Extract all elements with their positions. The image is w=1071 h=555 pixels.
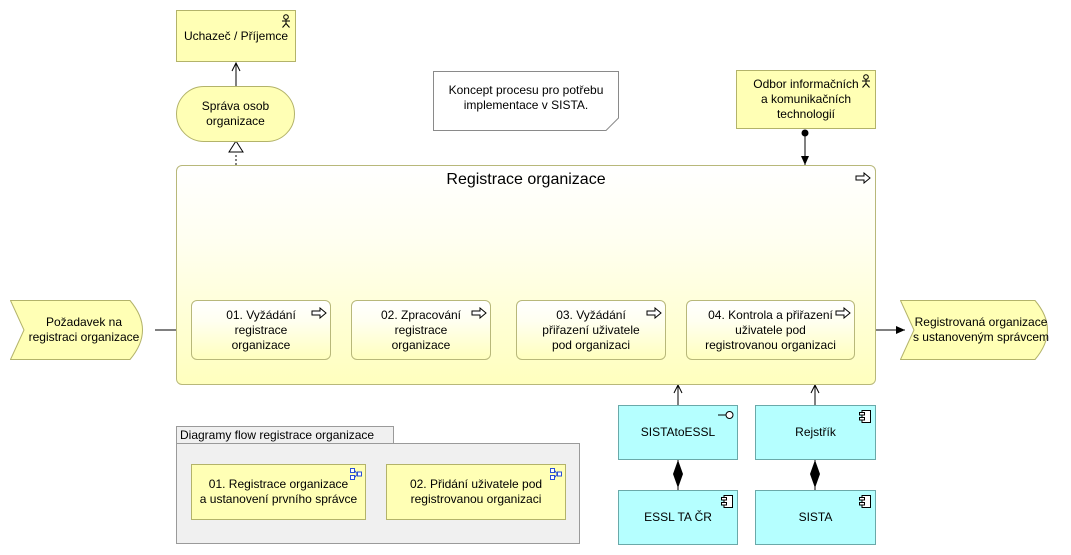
event-start[interactable]: Požadavek na registraci organizace: [10, 300, 156, 360]
event-end-label: Registrovaná organizace s ustanoveným sp…: [912, 315, 1050, 344]
diagram-reference-1[interactable]: 01. Registrace organizace a ustanovení p…: [191, 464, 366, 520]
process-step-3[interactable]: 03. Vyžádání přiřazení uživatele pod org…: [516, 300, 666, 360]
event-end-shape: [900, 300, 1048, 360]
business-service-sprava[interactable]: Správa osob organizace: [176, 86, 295, 142]
app-component-sista[interactable]: SISTA: [755, 490, 876, 545]
actor-applicant-label: Uchazeč / Příjemce: [183, 28, 289, 43]
event-start-shape: [10, 300, 143, 360]
event-start-label: Požadavek na registraci organizace: [28, 315, 140, 344]
interface-icon: [718, 411, 734, 419]
process-arrow-icon: [471, 307, 487, 319]
process-step-1-label: 01. Vyžádání registrace organizace: [226, 307, 296, 352]
note-shape: [433, 71, 619, 131]
essl-label: ESSL TA ČR: [644, 510, 712, 524]
component-icon: [721, 495, 733, 508]
process-arrow-icon: [835, 307, 851, 319]
note[interactable]: Koncept procesu pro potřebu implementace…: [433, 71, 619, 131]
process-step-1[interactable]: 01. Vyžádání registrace organizace: [191, 300, 331, 360]
realization-arrowhead: [228, 140, 244, 153]
sistatoessl-label: SISTAtoESSL: [640, 425, 716, 439]
app-component-rejstrik[interactable]: Rejstřík: [755, 405, 876, 460]
app-interface-sistatoessl[interactable]: SISTAtoESSL: [618, 405, 738, 460]
actor-odbor[interactable]: Odbor informačních a komunikačních techn…: [736, 70, 876, 129]
actor-icon: [282, 14, 290, 28]
process-title: Registrace organizace: [446, 171, 606, 188]
view-reference-icon: [550, 468, 562, 480]
actor-odbor-label: Odbor informačních a komunikačních techn…: [753, 77, 859, 121]
process-step-2[interactable]: 02. Zpracování registrace organizace: [351, 300, 491, 360]
service-label: Správa osob organizace: [201, 99, 270, 128]
diagram-reference-1-label: 01. Registrace organizace a ustanovení p…: [199, 477, 358, 506]
group-title: Diagramy flow registrace organizace: [176, 426, 394, 444]
note-text: Koncept procesu pro potřebu implementace…: [448, 83, 604, 112]
composition-diamond-sista: [810, 460, 820, 488]
diagram-reference-2[interactable]: 02. Přidání uživatele pod registrovanou …: [386, 464, 566, 520]
composition-diamond-essl: [673, 460, 683, 488]
component-icon: [859, 495, 871, 508]
process-arrow-icon: [646, 307, 662, 319]
app-component-essl[interactable]: ESSL TA ČR: [618, 490, 738, 545]
process-step-4-label: 04. Kontrola a přiřazení uživatele pod r…: [705, 307, 836, 352]
diagram-reference-2-label: 02. Přidání uživatele pod registrovanou …: [409, 477, 543, 506]
process-arrow-icon: [311, 307, 327, 319]
event-end[interactable]: Registrovaná organizace s ustanoveným sp…: [900, 300, 1061, 360]
process-step-3-label: 03. Vyžádání přiřazení uživatele pod org…: [542, 307, 640, 352]
sista-label: SISTA: [798, 510, 833, 524]
process-step-4[interactable]: 04. Kontrola a přiřazení uživatele pod r…: [686, 300, 855, 360]
actor-applicant[interactable]: Uchazeč / Příjemce: [176, 10, 296, 62]
rejstrik-label: Rejstřík: [795, 425, 836, 439]
process-arrow-icon: [855, 172, 871, 184]
actor-icon: [862, 74, 870, 88]
view-reference-icon: [350, 468, 362, 480]
process-step-2-label: 02. Zpracování registrace organizace: [380, 307, 462, 352]
component-icon: [859, 410, 871, 423]
